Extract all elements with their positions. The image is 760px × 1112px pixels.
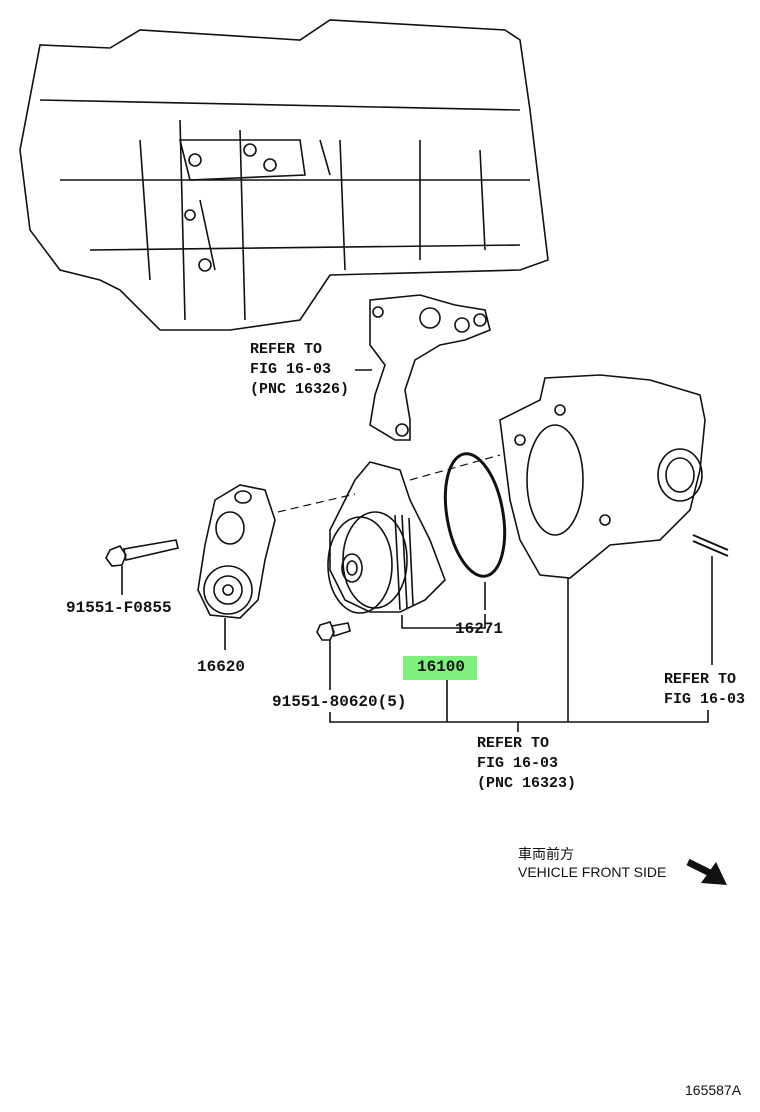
tensioner-drawing: [197, 484, 276, 619]
gasket-drawing: [355, 294, 491, 441]
long-bolt-drawing: [105, 539, 179, 567]
water-pump-drawing: [327, 461, 446, 614]
ref-line: REFER TO: [477, 735, 550, 752]
stud-drawing: [692, 534, 729, 557]
ref-line: FIG 16-03: [250, 361, 332, 378]
gasket-reference: REFER TO FIG 16-03 (PNC 16326): [250, 340, 349, 400]
ref-line: (PNC 16323): [477, 775, 577, 792]
short-bolt-drawing: [316, 621, 351, 641]
engine-block-drawing: [19, 19, 549, 331]
housing-drawing: [499, 374, 706, 579]
right-reference: REFER TO FIG 16-03: [664, 670, 745, 710]
ref-line: (PNC 16326): [250, 381, 350, 398]
ref-leaders: [446, 578, 569, 732]
ref-line: FIG 16-03: [664, 691, 746, 708]
ref-line: REFER TO: [664, 671, 737, 688]
part-number-91551-80620[interactable]: 91551-80620(5): [272, 693, 407, 711]
highlighted-part-label: 16100: [403, 656, 478, 680]
part-number-16100[interactable]: 16100: [403, 656, 478, 680]
part-number-91551-F0855[interactable]: 91551-F0855: [66, 599, 172, 617]
bottom-reference: REFER TO FIG 16-03 (PNC 16323): [477, 734, 576, 794]
pump-leader: [401, 614, 486, 629]
ref-line: FIG 16-03: [477, 755, 559, 772]
direction-japanese: 車両前方: [518, 846, 574, 862]
part-number-16620[interactable]: 16620: [197, 658, 246, 676]
direction-english: VEHICLE FRONT SIDE: [518, 864, 667, 880]
o-ring-drawing: [443, 452, 507, 578]
arrow-down-right-icon: [686, 858, 727, 885]
part-number-16271[interactable]: 16271: [455, 620, 504, 638]
figure-id: 165587A: [685, 1082, 742, 1098]
ref-line: REFER TO: [250, 341, 323, 358]
bracket-line: [329, 710, 709, 723]
